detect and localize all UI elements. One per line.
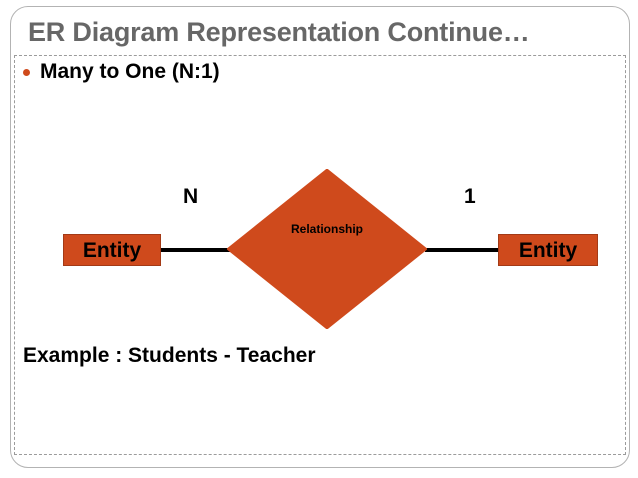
slide-title-bar: ER Diagram Representation Continue… [28, 12, 608, 52]
example-text: Example : Students - Teacher [23, 344, 316, 367]
er-diagram-canvas: N 1 Entity Entity Relationship [15, 56, 627, 456]
page-title: ER Diagram Representation Continue… [28, 16, 530, 47]
bullet-item-label: Many to One (N:1) [40, 60, 220, 83]
relationship-label: Relationship [290, 222, 363, 236]
entity-left-label: Entity [82, 238, 142, 262]
entity-right-label: Entity [518, 238, 578, 262]
connector-line-left [159, 248, 231, 252]
diamond-shape-icon [227, 169, 427, 329]
bullet-item-many-to-one: Many to One (N:1) [23, 60, 220, 84]
cardinality-label-right: 1 [464, 185, 476, 208]
relationship-diamond: Relationship [227, 169, 427, 329]
bullet-dot-icon [23, 68, 30, 76]
connector-line-right [425, 248, 500, 252]
cardinality-label-left: N [183, 185, 199, 208]
entity-box-right: Entity [498, 234, 598, 266]
slide-content-area: Many to One (N:1) N 1 Entity Entity Rela… [14, 55, 626, 455]
entity-box-left: Entity [63, 234, 161, 266]
slide-frame-border [10, 6, 630, 468]
